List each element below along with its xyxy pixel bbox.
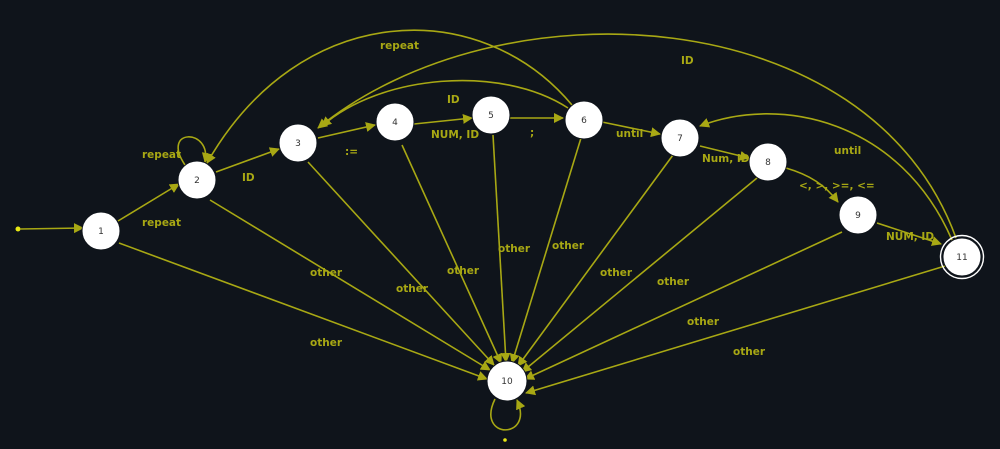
- state-node-10[interactable]: 10: [486, 360, 528, 402]
- state-node-11-accepting[interactable]: 11: [939, 234, 985, 280]
- start-dot: [15, 226, 21, 232]
- edge-label-1-to-2: repeat: [142, 217, 181, 229]
- edge-8-to-10: [521, 177, 758, 373]
- edge-9-to-11: [876, 222, 942, 246]
- edge-4-to-5: [413, 113, 473, 125]
- edge-label-2-to-10: other: [310, 267, 343, 279]
- edge-label-6-to-2: repeat: [380, 40, 419, 52]
- edge-2-to-10: [209, 199, 491, 371]
- edge-4-to-10: [401, 144, 502, 364]
- edge-8-to-9: [785, 167, 839, 203]
- edge-label-1-to-10: other: [310, 337, 343, 349]
- state-node-7[interactable]: 7: [660, 118, 700, 158]
- edge-label-6-to-7: until: [616, 128, 643, 140]
- edge-label-6-to-3: ID: [447, 94, 460, 106]
- edge-5-to-10: [492, 134, 511, 363]
- state-label-2: 2: [194, 176, 200, 186]
- loop-dot: [503, 438, 507, 442]
- edges-layer: repeat repeat ID := NUM, ID ; ID repeat: [15, 29, 957, 442]
- state-label-1: 1: [98, 227, 104, 237]
- state-node-2[interactable]: 2: [177, 160, 217, 200]
- edge-9-to-10: [524, 231, 843, 380]
- edge-label-5-to-10: other: [498, 243, 531, 255]
- state-label-3: 3: [295, 139, 301, 149]
- edge-label-9-to-10: other: [687, 316, 720, 328]
- edge-start-to-1: [19, 223, 84, 234]
- edge-10-self-loop: [490, 398, 526, 431]
- state-node-1[interactable]: 1: [81, 211, 121, 251]
- state-node-4[interactable]: 4: [375, 102, 415, 142]
- state-node-6[interactable]: 6: [564, 100, 604, 140]
- edge-3-to-4: [317, 122, 376, 139]
- edge-label-11-to-7: until: [834, 145, 861, 157]
- edge-label-5-to-6: ;: [530, 127, 534, 139]
- edge-label-2-to-3: ID: [242, 172, 255, 184]
- state-node-3[interactable]: 3: [278, 123, 318, 163]
- edge-3-to-10: [307, 161, 495, 366]
- edge-2-self-loop: [177, 136, 212, 166]
- state-node-5[interactable]: 5: [471, 95, 511, 135]
- nodes-layer: 1 2 3 4 5 6 7: [81, 95, 985, 402]
- edge-11-to-10: [525, 265, 946, 396]
- edge-label-8-to-10: other: [657, 276, 690, 288]
- edge-6-to-3: [321, 79, 569, 127]
- state-label-5: 5: [488, 111, 494, 121]
- edge-label-7-to-10: other: [600, 267, 633, 279]
- edge-7-to-10: [517, 154, 674, 367]
- state-label-7: 7: [677, 134, 683, 144]
- edge-label-8-to-9: <, >, >=, <=: [799, 180, 875, 192]
- edge-6-to-10: [509, 137, 582, 364]
- edge-label-11-to-3: ID: [681, 55, 694, 67]
- state-node-8[interactable]: 8: [748, 142, 788, 182]
- edge-1-to-10: [118, 242, 488, 381]
- edge-6-to-7: [601, 121, 661, 138]
- edge-7-to-8: [699, 145, 750, 161]
- state-label-6: 6: [581, 116, 587, 126]
- edge-label-2-self: repeat: [142, 149, 181, 161]
- edge-2-to-3: [215, 147, 280, 173]
- state-label-8: 8: [765, 158, 771, 168]
- edge-label-3-to-10: other: [396, 283, 429, 295]
- edge-11-to-3: [317, 33, 957, 239]
- state-label-4: 4: [392, 118, 398, 128]
- edge-label-4-to-10: other: [447, 265, 480, 277]
- state-label-10: 10: [501, 377, 513, 387]
- state-node-9[interactable]: 9: [838, 195, 878, 235]
- state-label-9: 9: [855, 211, 861, 221]
- edge-label-11-to-10: other: [733, 346, 766, 358]
- edge-11-to-7: [699, 113, 953, 241]
- edge-6-to-2: [206, 29, 573, 164]
- edge-label-6-to-10: other: [552, 240, 585, 252]
- edge-label-9-to-11: NUM, ID: [886, 231, 934, 243]
- edge-label-7-to-8: Num, ID: [702, 153, 750, 165]
- state-label-11: 11: [956, 253, 967, 263]
- edge-label-3-to-4: :=: [345, 146, 358, 158]
- edge-label-4-to-5: NUM, ID: [431, 129, 479, 141]
- edge-1-to-2: [117, 183, 180, 222]
